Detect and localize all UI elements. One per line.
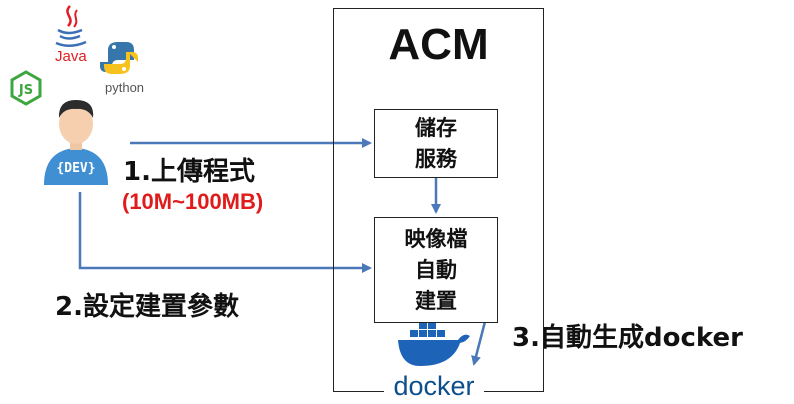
image-box-line1: 映像檔 — [404, 226, 468, 251]
step1-label: 1.上傳程式 — [123, 157, 255, 187]
image-box-line2: 自動 — [415, 257, 457, 282]
storage-box-line2: 服務 — [415, 146, 457, 171]
storage-box-line1: 儲存 — [415, 115, 457, 140]
config-arrow — [78, 192, 372, 273]
image-build-box: 映像檔 自動 建置 — [374, 217, 498, 323]
storage-service-box: 儲存 服務 — [374, 109, 498, 178]
python-icon — [100, 42, 138, 74]
docker-logo-text: docker — [384, 371, 484, 402]
acm-title: ACM — [388, 20, 489, 69]
step3-label: 3.自動生成docker — [512, 323, 743, 353]
svg-text:JS: JS — [18, 83, 33, 98]
java-label: Java — [55, 48, 87, 65]
image-box-line3: 建置 — [415, 288, 457, 313]
developer-badge: {DEV} — [56, 161, 96, 176]
step2-label: 2.設定建置參數 — [55, 292, 239, 322]
java-icon — [55, 5, 87, 47]
developer-icon — [44, 100, 108, 185]
python-label: python — [105, 80, 145, 95]
step1-size-label: (10M~100MB) — [122, 189, 264, 214]
nodejs-icon: JS — [10, 70, 42, 106]
